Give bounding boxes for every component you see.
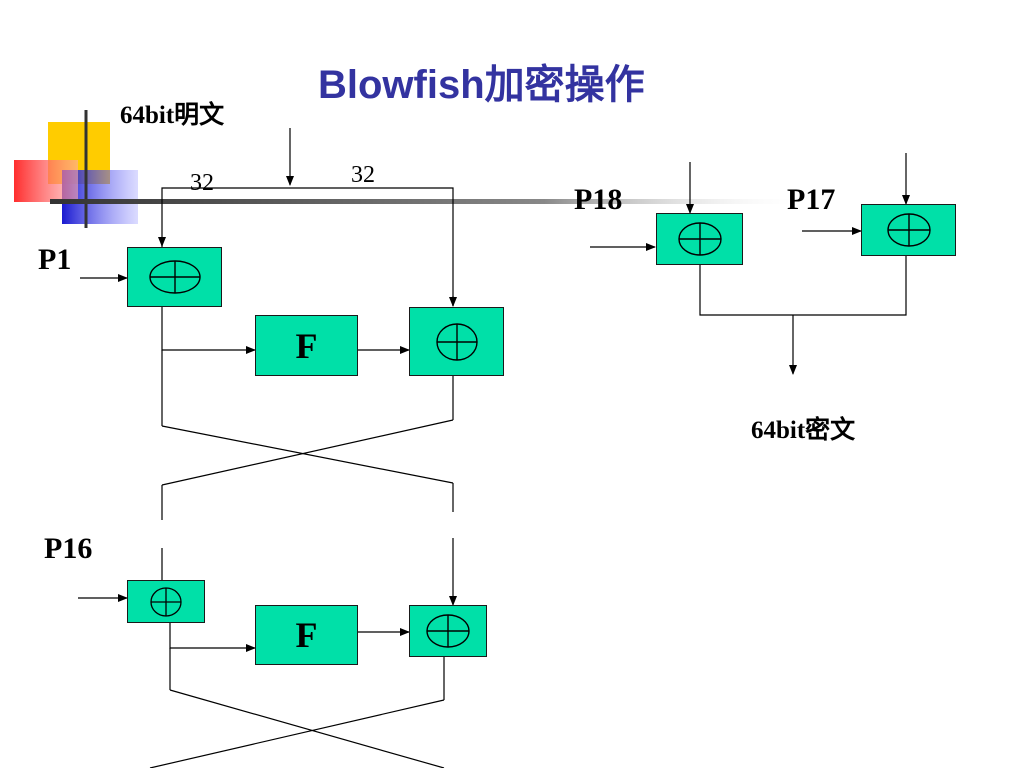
- circle-plus-icon: [435, 322, 478, 361]
- round16-right-xor-box: [409, 605, 487, 657]
- round16-cross-b: [149, 699, 445, 768]
- round16-cross-a: [169, 689, 445, 768]
- circle-plus-icon: [150, 586, 182, 617]
- p16-label: P16: [44, 532, 93, 565]
- round16-to-f-line: [169, 622, 256, 652]
- round1-cross-b: [161, 419, 454, 486]
- p17-label: P17: [787, 183, 836, 216]
- round1-right-xor-box: [409, 307, 504, 376]
- circle-plus-icon: [426, 614, 470, 648]
- plaintext-label: 64bit明文: [120, 102, 225, 129]
- circle-plus-icon: [677, 222, 722, 256]
- round1-to-f-line: [161, 307, 256, 354]
- p17-xor-box: [861, 204, 956, 256]
- p18-xor-box: [656, 213, 743, 265]
- right-half-width-label: 32: [351, 162, 375, 188]
- circle-plus-icon: [886, 213, 931, 247]
- decor-horizontal-rule: [50, 199, 810, 204]
- ciphertext-label: 64bit密文: [751, 417, 856, 444]
- round1-left-xor-box: [127, 247, 222, 307]
- slide-title: Blowfish加密操作: [318, 63, 645, 107]
- left-half-width-label: 32: [190, 170, 214, 196]
- round16-left-xor-box: [127, 580, 205, 623]
- round1-f-box: F: [255, 315, 358, 376]
- p1-label: P1: [38, 243, 72, 276]
- circle-plus-icon: [148, 260, 201, 294]
- round16-f-box: F: [255, 605, 358, 665]
- decor-red-square: [14, 160, 78, 202]
- p18-label: P18: [574, 183, 623, 216]
- plaintext-split-line: [161, 187, 454, 306]
- round1-cross-a: [161, 425, 454, 484]
- output-join-line: [699, 256, 907, 316]
